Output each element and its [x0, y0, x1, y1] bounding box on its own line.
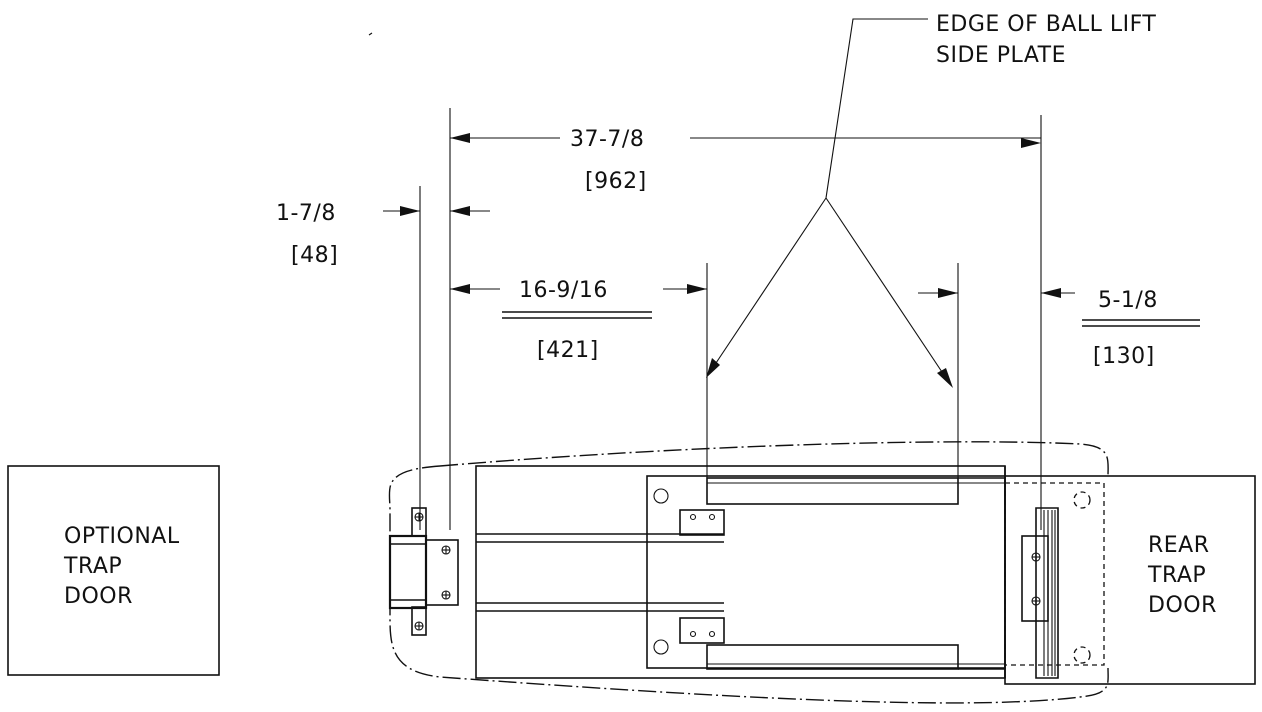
ball-lift-frame	[475, 465, 1006, 679]
dimension-rear-offset-metric: [130]	[1093, 344, 1155, 369]
dimension-overall-imperial: 37-7/8	[570, 127, 644, 152]
rear-trap-door-line-2: TRAP	[1147, 563, 1206, 588]
callout-leader-left	[711, 197, 827, 370]
rear-bracket	[1004, 482, 1105, 679]
optional-trap-door-line-1: OPTIONAL	[64, 524, 180, 549]
dimension-overall-metric: [962]	[585, 169, 647, 194]
extension-lines	[419, 108, 1042, 530]
dimension-rear-offset-imperial: 5-1/8	[1098, 288, 1158, 313]
callout-leader	[825, 18, 928, 199]
optional-trap-door: OPTIONAL TRAP DOOR	[7, 465, 220, 676]
optional-trap-door-line-3: DOOR	[64, 584, 133, 609]
dimension-overall: 37-7/8 [962]	[450, 127, 1041, 194]
callout-arrow-right	[937, 368, 953, 388]
optional-trap-door-line-2: TRAP	[63, 554, 122, 579]
phantom-outline	[388, 441, 1109, 704]
dimension-rear-offset: 5-1/8 [130]	[918, 288, 1200, 369]
callout-line-1: EDGE OF BALL LIFT	[936, 12, 1156, 37]
dimension-side-plate-start-imperial: 16-9/16	[519, 278, 608, 303]
rear-trap-door: REAR TRAP DOOR	[1004, 475, 1256, 685]
stray-mark	[368, 32, 373, 36]
callout-arrow-left	[706, 358, 720, 378]
dimension-front-offset: 1-7/8 [48]	[276, 201, 490, 268]
dimension-front-offset-metric: [48]	[291, 243, 338, 268]
front-hinge	[388, 507, 459, 636]
callout-leader-right	[825, 197, 949, 382]
rear-trap-door-line-3: DOOR	[1148, 593, 1217, 618]
dimension-front-offset-imperial: 1-7/8	[276, 201, 336, 226]
callout-line-2: SIDE PLATE	[936, 43, 1066, 68]
rear-trap-door-line-1: REAR	[1148, 533, 1210, 558]
dimension-side-plate-start: 16-9/16 [421]	[450, 278, 707, 363]
callout-edge-of-ball-lift: EDGE OF BALL LIFT SIDE PLATE	[706, 12, 1156, 388]
dimension-side-plate-start-metric: [421]	[537, 338, 599, 363]
